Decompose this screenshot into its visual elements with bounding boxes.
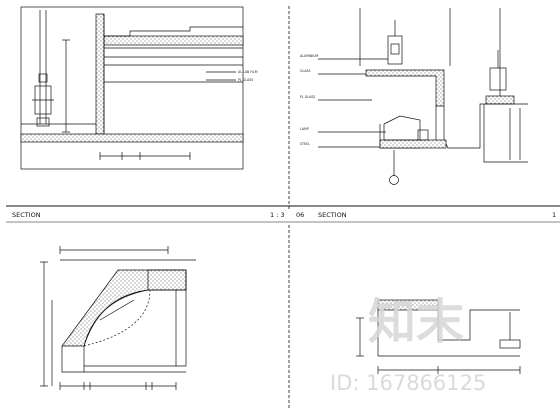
note-top-right-1: ALUMINIUM [300,54,318,58]
section-title-top-right: SECTION [318,211,347,219]
note-top-right-2: GLASS [300,69,311,73]
section-title-top-left: SECTION [12,211,41,219]
note-top-right-4: LAMP [300,127,309,131]
scale-top-left: 1 : 3 [270,211,285,219]
note-top-right-3: PL GLASS [300,95,315,99]
title-bar-top-left [6,205,289,223]
note-top-right-5: STEEL [300,142,310,146]
watermark-id: ID: 167866125 [330,371,486,395]
watermark-brand: 知末 [368,294,464,350]
scale-top-right: 1 [552,211,556,219]
section-number-top-right: 06 [296,211,304,219]
title-bar-top-right [289,205,560,223]
bottom-left-plan-drawing [40,246,196,390]
note-top-left-2: PL GLASS [238,78,253,82]
bottom-right-detail-drawing [356,299,521,374]
top-left-section-drawing [20,6,244,170]
top-right-section-drawing [318,8,528,185]
note-top-left-1: AL LAB FILM [238,70,258,74]
